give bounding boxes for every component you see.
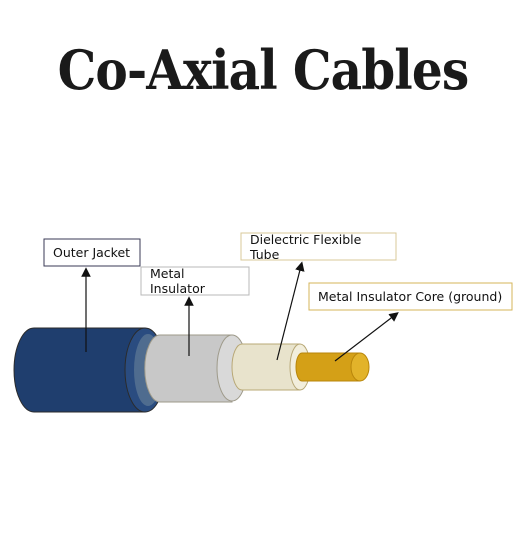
dielectric-tube-arrow (276, 261, 305, 361)
core-label: Metal Insulator Core (ground) (310, 284, 511, 309)
metal-core-layer (295, 352, 370, 382)
metal-insulator-label: Metal Insulator (142, 266, 248, 296)
outer-jacket-label: Outer Jacket (45, 240, 139, 265)
dielectric-tube-label: Dielectric Flexible Tube (242, 232, 395, 262)
diagram-title: Co-Axial Cables (57, 38, 470, 102)
core-arrow (334, 312, 399, 362)
outer-jacket-layer (13, 327, 166, 413)
